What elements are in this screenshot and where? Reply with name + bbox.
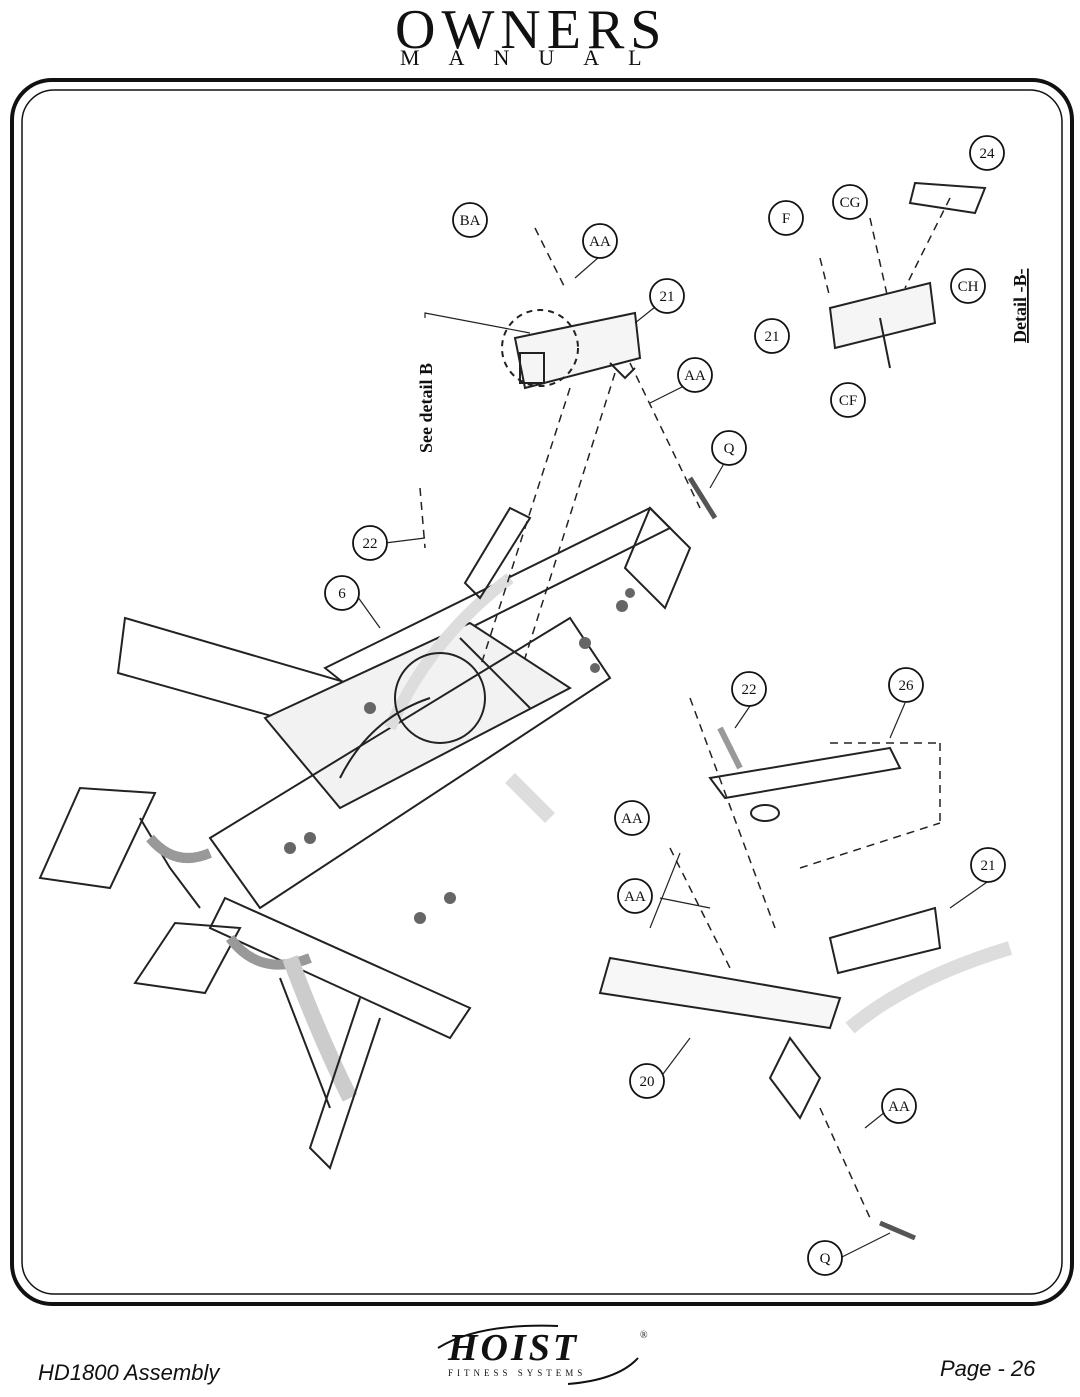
callout-6: 6 — [338, 586, 346, 602]
callout-BA: BA — [460, 213, 481, 229]
callout-CF: CF — [839, 393, 857, 409]
callout-24: 24 — [980, 146, 996, 162]
diagram-frame: BA AA 21 AA Q 22 6 F CG 24 CH 21 CF 22 2… — [10, 78, 1074, 1306]
exploded-assembly-drawing — [38, 181, 1013, 1259]
callout-22-2: 22 — [742, 682, 757, 698]
callout-AA-4: AA — [624, 889, 646, 905]
callout-Q-1: Q — [724, 441, 735, 457]
callout-22-1: 22 — [363, 536, 378, 552]
callout-F: F — [782, 211, 790, 227]
callout-21-2: 21 — [765, 329, 780, 345]
header-subtitle: MANUAL — [400, 45, 671, 70]
callout-Q-2: Q — [820, 1251, 831, 1267]
callout-AA-2: AA — [684, 368, 706, 384]
callout-21-1: 21 — [660, 289, 675, 305]
callout-CG: CG — [840, 195, 861, 211]
callout-AA-1: AA — [589, 234, 611, 250]
see-detail-label: See detail B — [416, 363, 436, 453]
logo-subtitle: FITNESS SYSTEMS — [448, 1368, 586, 1378]
callout-26: 26 — [899, 678, 915, 694]
callout-AA-3: AA — [621, 811, 643, 827]
page-number: Page - 26 — [940, 1356, 1036, 1381]
logo-wordmark: HOIST — [447, 1327, 579, 1369]
callout-20: 20 — [640, 1074, 655, 1090]
header-title: OWNERS — [395, 0, 668, 61]
footer-model: HD1800 Assembly — [38, 1360, 220, 1385]
callout-CH: CH — [958, 279, 979, 295]
callout-AA-5: AA — [888, 1099, 910, 1115]
detail-b-label: Detail -B- — [1010, 269, 1030, 343]
hoist-logo: HOIST ® FITNESS SYSTEMS — [437, 1324, 648, 1385]
callout-21-3: 21 — [981, 858, 996, 874]
part-callouts: BA AA 21 AA Q 22 6 F CG 24 CH 21 CF 22 2… — [324, 135, 1006, 1276]
logo-registered-mark: ® — [640, 1330, 648, 1341]
